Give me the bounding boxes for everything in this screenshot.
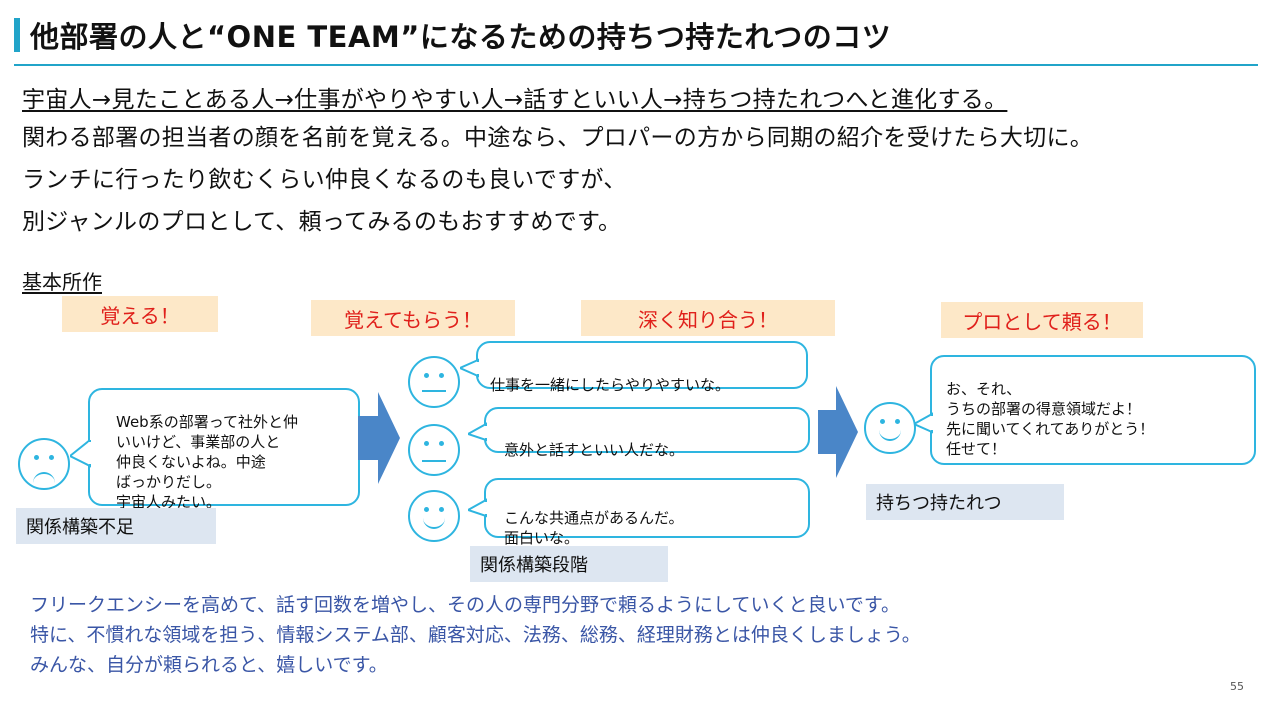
summary-line-1: フリークエンシーを高めて、話す回数を増やし、その人の専門分野で頼るようにしていく… (30, 594, 901, 616)
tag-relationship-building: 関係構築段階 (470, 546, 668, 582)
stage-label-remember: 覚える！ (62, 296, 218, 332)
smile-face-icon (408, 490, 460, 542)
section-heading: 基本所作 (22, 270, 102, 294)
arrow-right-icon (358, 392, 400, 484)
stage-label-rely-as-pro: プロとして頼る！ (941, 302, 1143, 338)
intro-line-4: 別ジャンルのプロとして、頼ってみるのもおすすめです。 (22, 209, 622, 235)
intro-line-3: ランチに行ったり飲むくらい仲良くなるのも良いですが、 (22, 167, 627, 193)
bubble-text-building-1: 仕事を一緒にしたらやりやすいな。 (490, 376, 731, 394)
speech-bubble-building-2: 意外と話すといい人だな。 (484, 407, 810, 459)
bubble-tail-building-2 (468, 422, 488, 442)
bubble-text-mutual: お、それ、 うちの部署の得意領域だよ！ 先に聞いてくれてありがとう！ 任せて！ (946, 380, 1155, 458)
title-divider (14, 64, 1258, 66)
arrow-right-icon (818, 386, 858, 478)
stage-label-know-deeply: 深く知り合う！ (581, 300, 835, 336)
speech-bubble-mutual: お、それ、 うちの部署の得意領域だよ！ 先に聞いてくれてありがとう！ 任せて！ (930, 355, 1256, 465)
neutral-face-icon (408, 356, 460, 408)
speech-bubble-stranger: Web系の部署って社外と仲 いいけど、事業部の人と 仲良くないよね。中途 ばっか… (88, 388, 360, 511)
tag-mutual-support: 持ちつ持たれつ (866, 484, 1064, 520)
intro-line-2: 関わる部署の担当者の顔を名前を覚える。中途なら、プロパーの方から同期の紹介を受け… (22, 125, 1094, 151)
tag-relationship-lack: 関係構築不足 (16, 508, 216, 544)
summary-line-2: 特に、不慣れな領域を担う、情報システム部、顧客対応、法務、総務、経理財務とは仲良… (30, 624, 921, 646)
bubble-tail-mutual (914, 412, 934, 434)
page-title: 他部署の人と“ONE TEAM”になるための持ちつ持たれつのコツ (30, 20, 892, 54)
speech-bubble-building-1: 仕事を一緒にしたらやりやすいな。 (476, 341, 808, 394)
page-number: 55 (1230, 680, 1244, 693)
bubble-tail-building-3 (468, 498, 488, 518)
bubble-tail-building-1 (460, 358, 480, 378)
summary-line-3: みんな、自分が頼られると、嬉しいです。 (30, 654, 388, 676)
bubble-text-building-3: こんな共通点があるんだ。 面白いな。 (504, 509, 684, 547)
speech-bubble-building-3: こんな共通点があるんだ。 面白いな。 (484, 478, 810, 547)
happy-face-icon (864, 402, 916, 454)
bubble-text-building-2: 意外と話すといい人だな。 (504, 441, 685, 459)
slight-smile-face-icon (408, 424, 460, 476)
stage-label-be-remembered: 覚えてもらう！ (311, 300, 515, 336)
title-accent-bar (14, 18, 20, 52)
bubble-tail-stranger (70, 440, 92, 468)
frown-face-icon (18, 438, 70, 490)
intro-evolution-line: 宇宙人→見たことある人→仕事がやりやすい人→話すといい人→持ちつ持たれつへと進化… (22, 87, 1008, 113)
bubble-text-stranger: Web系の部署って社外と仲 いいけど、事業部の人と 仲良くないよね。中途 ばっか… (116, 413, 298, 511)
